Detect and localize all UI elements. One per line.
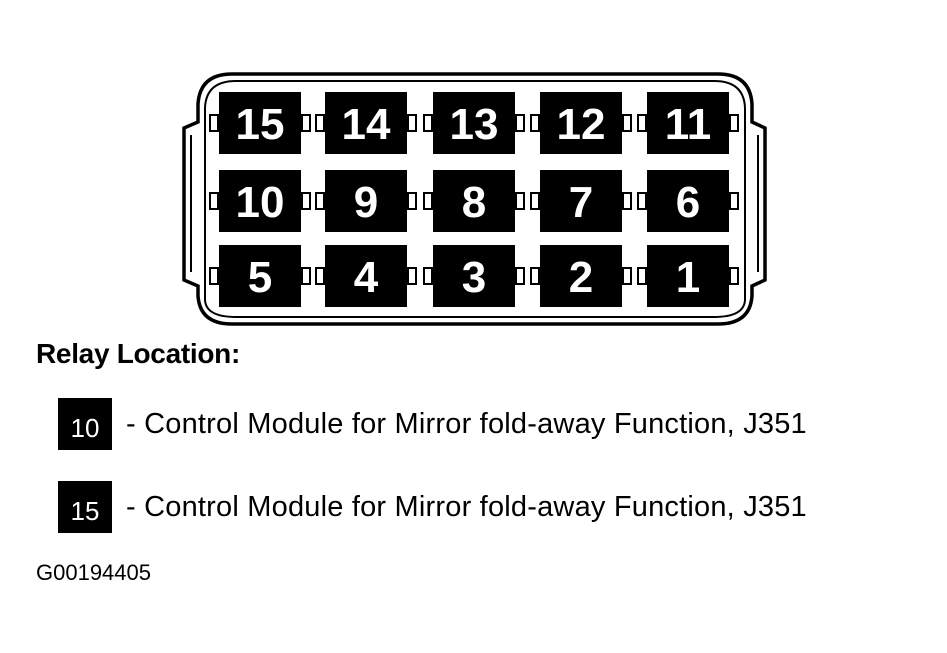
relay-terminal-left	[637, 192, 647, 210]
relay-slot-body	[433, 92, 515, 154]
relay-terminal-right	[729, 114, 739, 132]
relay-terminal-right	[515, 192, 525, 210]
relay-slot: 8	[423, 170, 525, 232]
relay-slot-number: 7	[569, 178, 593, 227]
relay-slot-number: 5	[248, 253, 272, 302]
relay-slot: 4	[315, 245, 417, 307]
relay-terminal-right	[407, 114, 417, 132]
relay-slot: 12	[530, 92, 632, 154]
relay-terminal-right	[515, 267, 525, 285]
relay-terminal-right	[622, 114, 632, 132]
relay-terminal-right	[407, 192, 417, 210]
relay-slot: 3	[423, 245, 525, 307]
relay-slot-body	[219, 92, 301, 154]
relay-slot-number: 14	[342, 100, 391, 149]
relay-slot-number: 10	[236, 178, 285, 227]
relay-slot-number: 2	[569, 253, 593, 302]
relay-slot-number: 11	[665, 100, 712, 149]
relay-slot: 10	[209, 170, 311, 232]
relay-terminal-left	[423, 267, 433, 285]
relay-terminal-left	[315, 114, 325, 132]
relay-slot-number: 6	[676, 178, 700, 227]
relay-slot: 11	[637, 92, 739, 154]
relay-slot-body	[325, 170, 407, 232]
relay-terminal-right	[515, 114, 525, 132]
relay-slot-number: 4	[354, 253, 379, 302]
relay-slot-body	[433, 170, 515, 232]
relay-slot-number: 12	[557, 100, 606, 149]
relay-terminal-left	[315, 267, 325, 285]
relay-panel-diagram: 15 14 13 12 11 10 9 8 7 6 5 4 3 2 1	[182, 72, 767, 326]
relay-slot-number: 1	[676, 253, 700, 302]
relay-slot-body	[325, 245, 407, 307]
relay-slot-body	[325, 92, 407, 154]
legend-item: 10 - Control Module for Mirror fold-away…	[58, 398, 807, 450]
relay-terminal-left	[637, 267, 647, 285]
legend-badge: 15	[58, 481, 112, 533]
relay-slot-body	[647, 92, 729, 154]
relay-terminal-left	[530, 267, 540, 285]
relay-slot: 2	[530, 245, 632, 307]
relay-terminal-right	[622, 267, 632, 285]
relay-location-heading: Relay Location:	[36, 338, 240, 369]
relay-terminal-right	[407, 267, 417, 285]
relay-terminal-right	[301, 192, 311, 210]
relay-slot-body	[540, 245, 622, 307]
relay-slot: 7	[530, 170, 632, 232]
relay-slot: 9	[315, 170, 417, 232]
relay-slot: 5	[209, 245, 311, 307]
relay-slot-body	[540, 92, 622, 154]
relay-slot: 14	[315, 92, 417, 154]
relay-terminal-right	[301, 114, 311, 132]
relay-terminal-right	[301, 267, 311, 285]
legend-description: - Control Module for Mirror fold-away Fu…	[126, 407, 807, 440]
relay-slot-body	[433, 245, 515, 307]
relay-terminal-left	[530, 192, 540, 210]
relay-slot-body	[540, 170, 622, 232]
relay-slot-body	[219, 245, 301, 307]
relay-terminal-left	[530, 114, 540, 132]
relay-terminal-left	[637, 114, 647, 132]
relay-panel-outline	[182, 72, 767, 326]
relay-terminal-right	[729, 192, 739, 210]
relay-slot-number: 3	[462, 253, 486, 302]
relay-terminal-left	[423, 192, 433, 210]
relay-slot-body	[219, 170, 301, 232]
legend-item: 15 - Control Module for Mirror fold-away…	[58, 481, 807, 533]
relay-slot: 13	[423, 92, 525, 154]
relay-terminal-left	[209, 192, 219, 210]
figure-reference-code: G00194405	[36, 560, 151, 585]
legend-badge: 10	[58, 398, 112, 450]
relay-slot: 15	[209, 92, 311, 154]
relay-slot-number: 9	[354, 178, 378, 227]
relay-terminal-left	[423, 114, 433, 132]
relay-terminal-right	[729, 267, 739, 285]
relay-slot-body	[647, 170, 729, 232]
relay-terminal-left	[315, 192, 325, 210]
relay-slot-number: 13	[450, 100, 499, 149]
relay-slot-number: 15	[236, 100, 285, 149]
relay-panel-inner-outline	[204, 80, 746, 318]
relay-terminal-right	[622, 192, 632, 210]
relay-slot: 1	[637, 245, 739, 307]
relay-slot-body	[647, 245, 729, 307]
relay-terminal-left	[209, 267, 219, 285]
legend-description: - Control Module for Mirror fold-away Fu…	[126, 490, 807, 523]
relay-terminal-left	[209, 114, 219, 132]
relay-slot-number: 8	[462, 178, 486, 227]
relay-slot: 6	[637, 170, 739, 232]
